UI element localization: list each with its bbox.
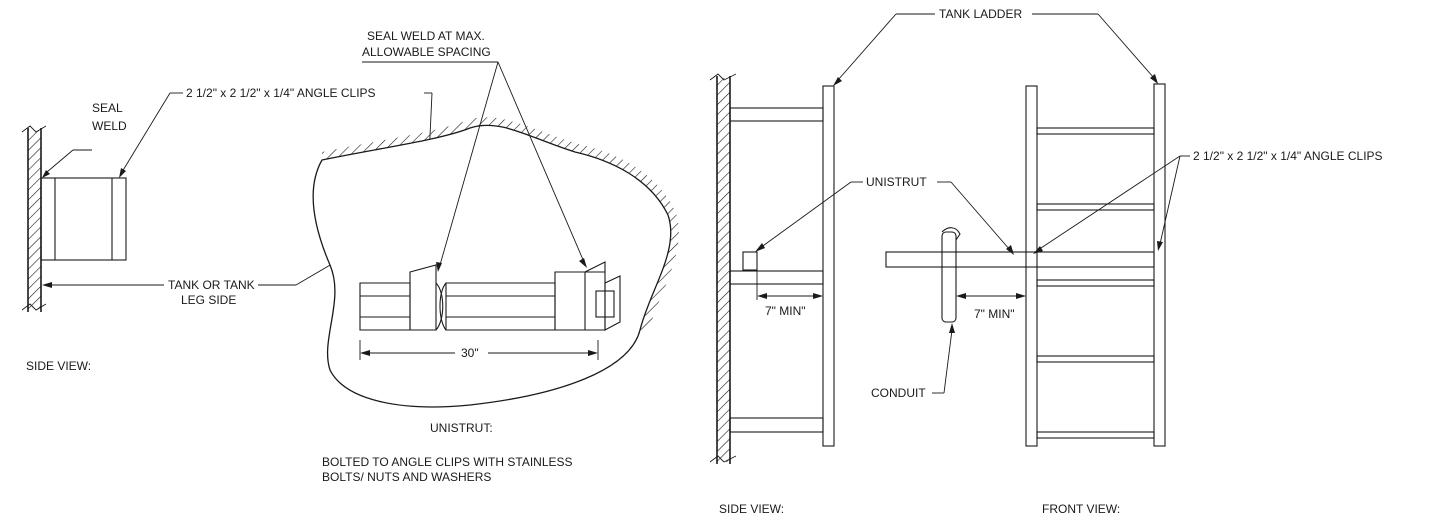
unistrut-caption: UNISTRUT: xyxy=(430,421,493,435)
tank-leg-label-2: LEG SIDE xyxy=(181,293,236,307)
conduit-label: CONDUIT xyxy=(871,386,926,400)
tank-ladder-label: TANK LADDER xyxy=(939,7,1022,21)
seal-label-1: SEAL xyxy=(92,101,123,115)
cutout-boundary xyxy=(312,124,672,408)
angle-clips-left-label: 2 1/2" x 2 1/2" x 1/4" ANGLE CLIPS xyxy=(186,86,376,100)
angle-clips-right-label: 2 1/2" x 2 1/2" x 1/4" ANGLE CLIPS xyxy=(1193,149,1383,163)
front-view-caption: FRONT VIEW: xyxy=(1042,502,1120,516)
seal-weld-spacing-label-2: ALLOWABLE SPACING xyxy=(362,45,491,59)
side-view-caption-mid: SIDE VIEW: xyxy=(719,502,784,516)
ladder-front-view: 7" MIN" xyxy=(885,83,1166,447)
seal-label-2: WELD xyxy=(92,119,127,133)
unistrut-label: UNISTRUT xyxy=(866,175,927,189)
bolted-note-1: BOLTED TO ANGLE CLIPS WITH STAINLESS xyxy=(322,455,573,469)
left-side-view xyxy=(21,125,127,312)
tank-leg-label-1: TANK OR TANK xyxy=(168,278,255,292)
tank-wall-hatch-left xyxy=(28,130,41,310)
min-front-label: 7" MIN" xyxy=(974,307,1015,321)
dimension-30-label: 30" xyxy=(461,346,479,360)
unistrut-detail: 30" xyxy=(312,117,679,408)
min-side-label: 7" MIN" xyxy=(765,304,806,318)
bolted-note-2: BOLTS/ NUTS AND WASHERS xyxy=(322,470,491,484)
seal-weld-spacing-label-1: SEAL WELD AT MAX. xyxy=(367,29,485,43)
angle-clip-side xyxy=(40,177,127,261)
ladder-side-view: 7" MIN" xyxy=(709,73,835,464)
left-side-view-caption: SIDE VIEW: xyxy=(26,359,91,373)
